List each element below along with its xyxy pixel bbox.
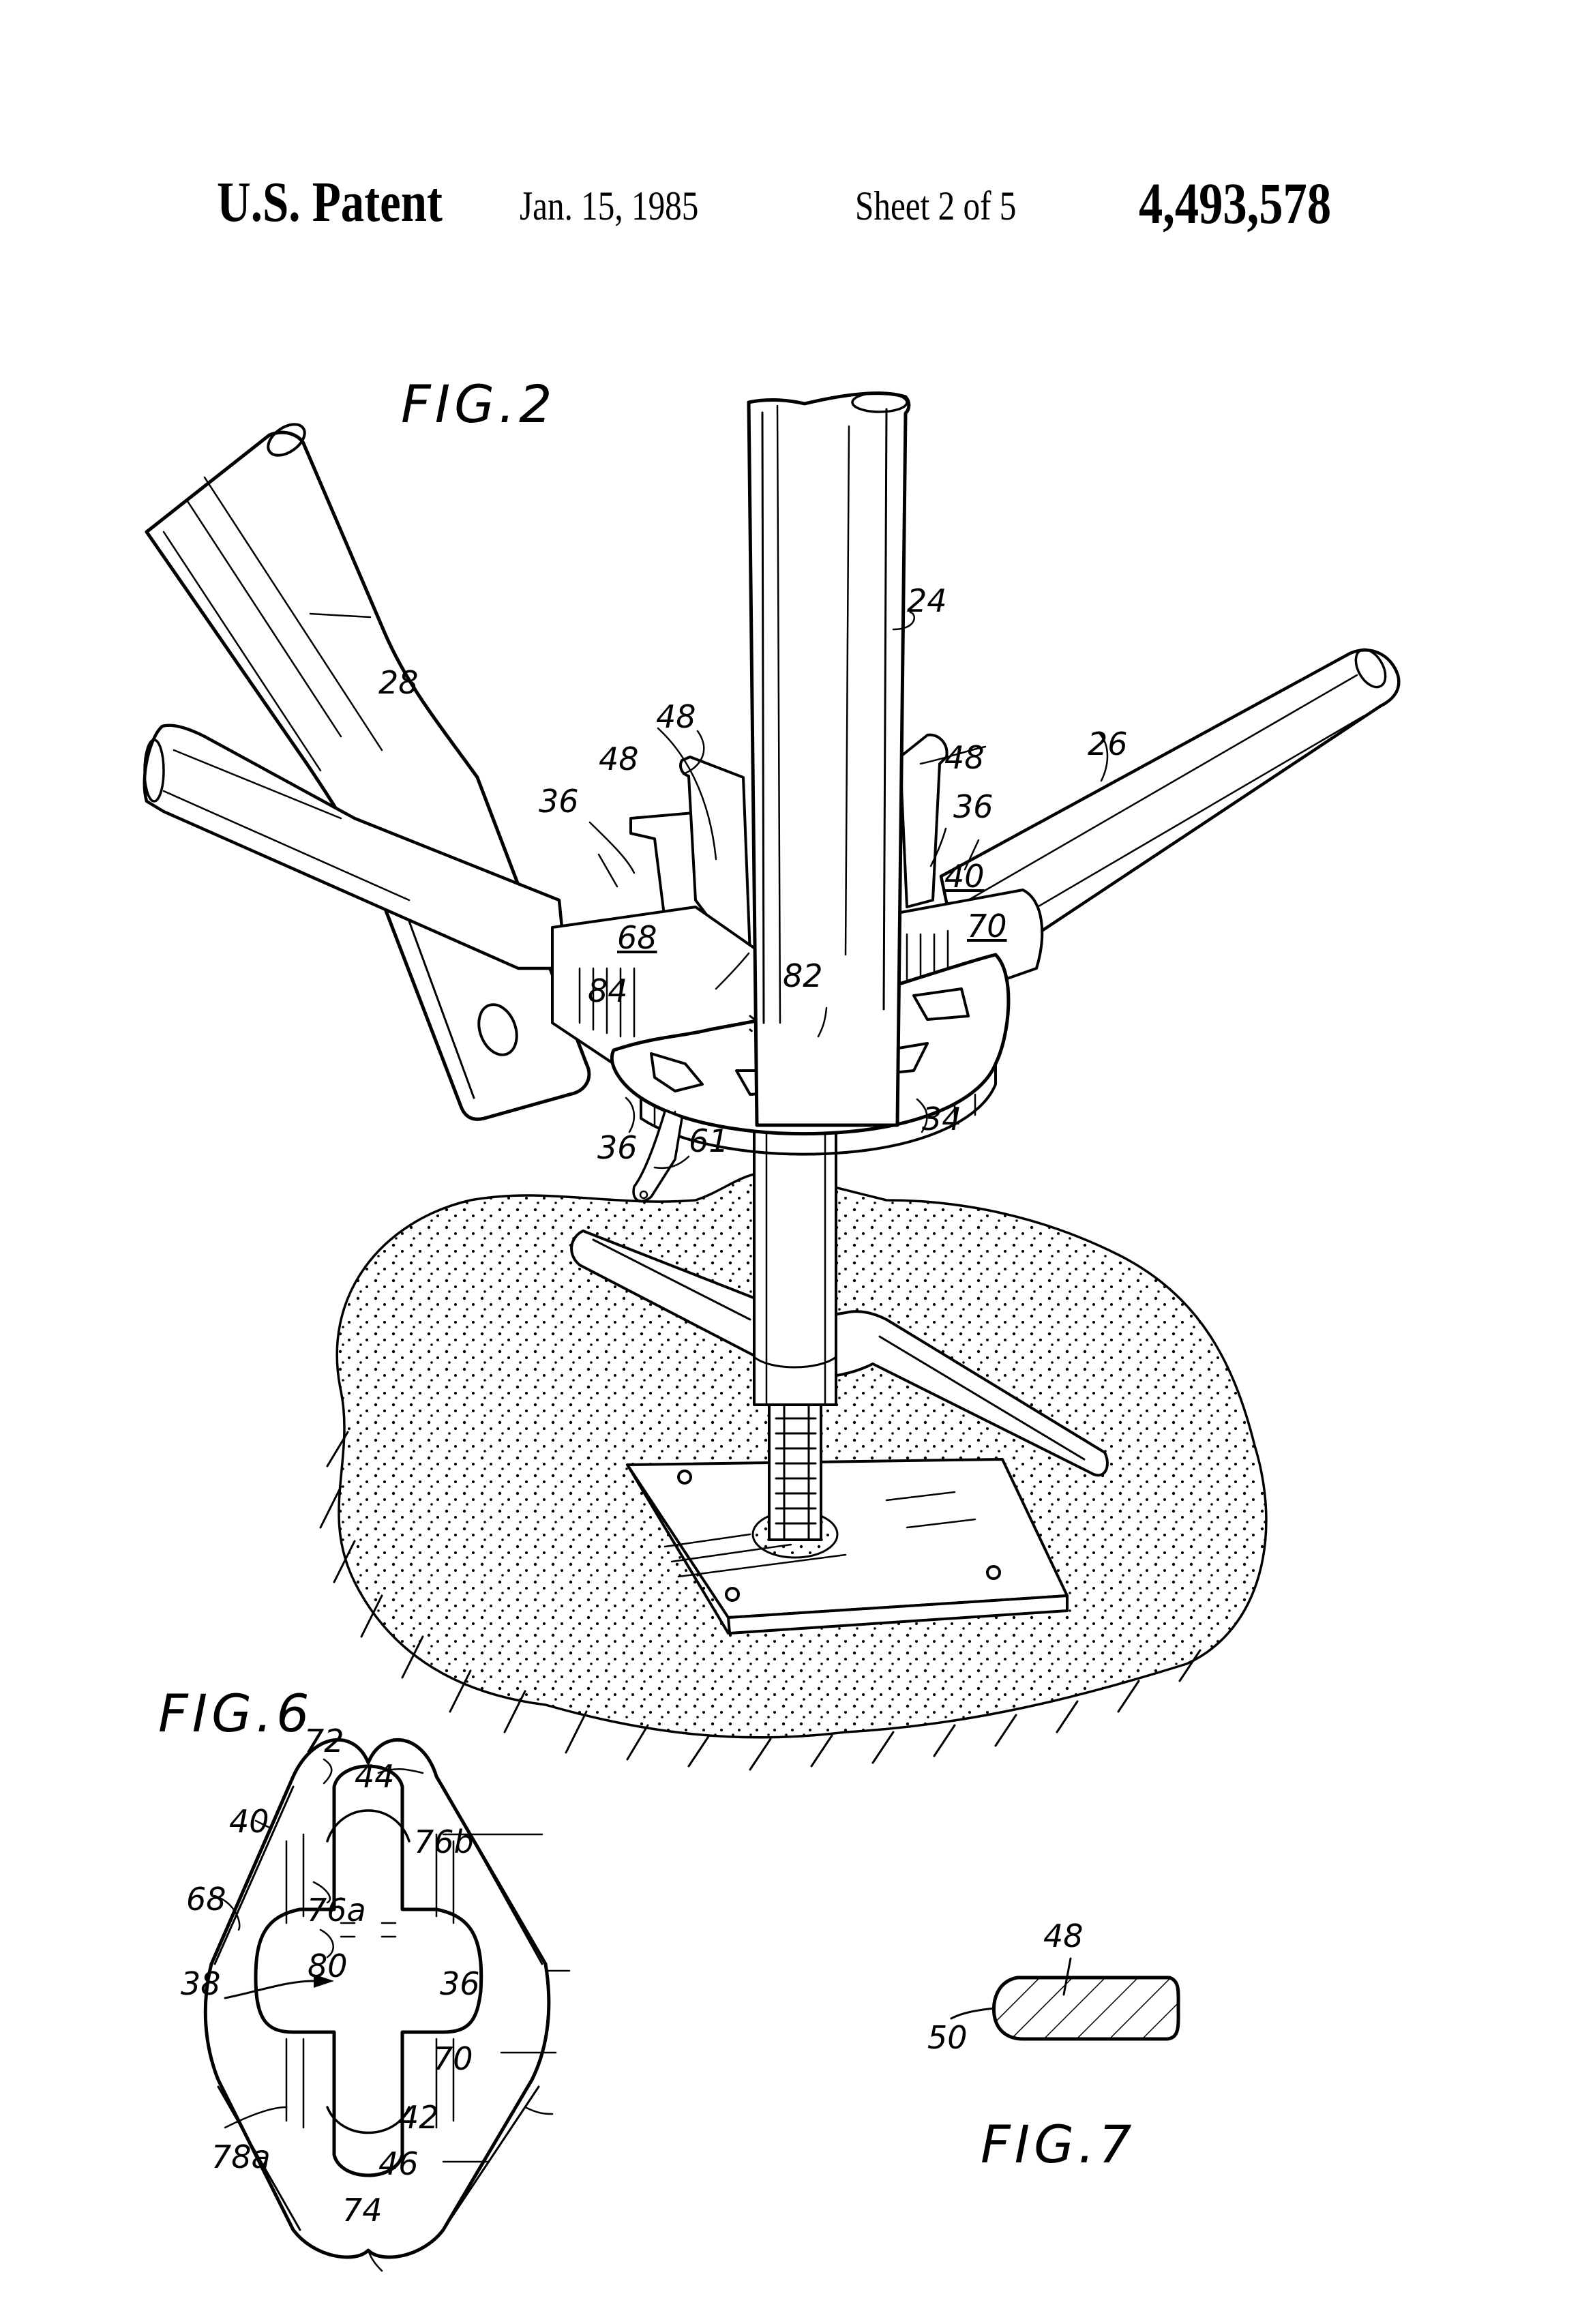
standard-24: [749, 393, 909, 1125]
brace-26: [941, 644, 1399, 982]
fig7-ref-50: 50: [927, 2019, 968, 2056]
fig6-ref-76b: 76b: [414, 1823, 474, 1860]
lower-tube: [754, 1118, 836, 1405]
fig6-ref-42: 42: [399, 2099, 439, 2136]
brace-left-lower: [145, 726, 566, 968]
fig6-ref-36: 36: [440, 1965, 480, 2002]
fig6-ref-38: 38: [181, 1965, 221, 2002]
ref-26: 26: [1088, 726, 1128, 762]
ref-36-lower: 36: [597, 1129, 638, 1166]
ref-70: 70: [967, 908, 1007, 944]
patent-date: Jan. 15, 1985: [520, 183, 699, 228]
ref-24: 24: [907, 582, 947, 619]
ref-82: 82: [783, 957, 823, 994]
ref-28: 28: [378, 664, 419, 701]
ref-36-right: 36: [953, 788, 994, 825]
fig6-ref-44: 44: [355, 1758, 395, 1795]
fig2-drawing: [145, 393, 1399, 1770]
ref-34: 34: [922, 1101, 962, 1137]
fig6-ref-70: 70: [433, 2040, 473, 2077]
fig6-ref-46: 46: [378, 2145, 419, 2182]
fig7-ref-48: 48: [1043, 1918, 1084, 1954]
lug-61: [633, 1112, 682, 1201]
ref-40: 40: [944, 858, 985, 895]
fig6-ref-68: 68: [186, 1881, 226, 1918]
fig6-caption: FIG.6: [158, 1683, 314, 1744]
fig6-ref-76a: 76a: [307, 1892, 366, 1928]
ref-48-right: 48: [944, 739, 985, 776]
fig6-ref-80: 80: [308, 1948, 348, 1984]
fig6-ref-78a: 78a: [211, 2139, 271, 2175]
ref-84: 84: [588, 972, 628, 1009]
ref-36-left: 36: [539, 783, 579, 820]
fig7-drawing: [951, 1958, 1178, 2039]
patent-header: U.S. Patent Jan. 15, 1985 Sheet 2 of 5 4…: [0, 169, 1582, 244]
ref-48-mid: 48: [599, 741, 639, 777]
screw-jack: [769, 1391, 821, 1540]
fig6-drawing: [205, 1740, 569, 2271]
wedge-48-right: [900, 735, 947, 907]
fig6-ref-40: 40: [229, 1803, 269, 1840]
fig2-caption: FIG.2: [401, 374, 556, 434]
ref-61: 61: [689, 1122, 729, 1159]
fig6-ref-74: 74: [342, 2192, 383, 2229]
sheet-indicator: Sheet 2 of 5: [855, 183, 1017, 228]
patent-title: U.S. Patent: [217, 170, 443, 234]
ref-48-top: 48: [656, 698, 696, 735]
fig2-leader-lines: [310, 612, 1107, 1168]
fig6-ref-72: 72: [304, 1723, 344, 1759]
ref-68: 68: [617, 919, 657, 956]
fig7-caption: FIG.7: [981, 2114, 1136, 2175]
patent-number: 4,493,578: [1139, 170, 1332, 236]
